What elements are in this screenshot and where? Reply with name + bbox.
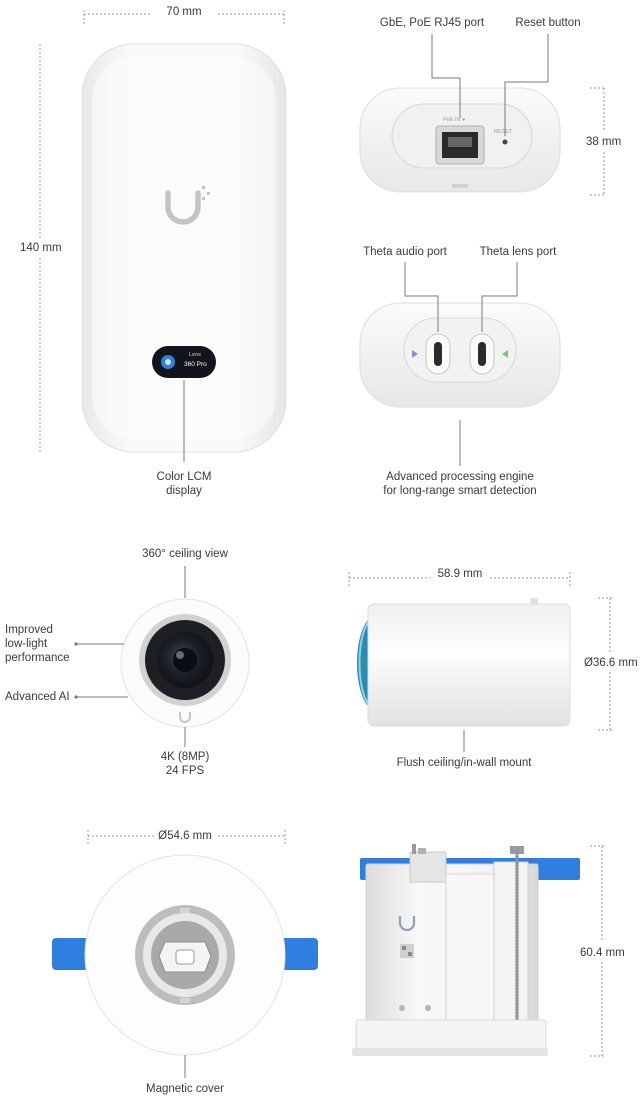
mount-top-device [52, 830, 318, 1078]
reset-button-label: Reset button [515, 17, 581, 29]
lcm-display [152, 346, 216, 378]
lowlight-label-line3: performance [5, 652, 70, 664]
hub-device [39, 10, 287, 462]
ubiquiti-logo-icon [179, 712, 191, 723]
ubiquiti-logo-icon [165, 190, 201, 225]
blue-clip-left [52, 938, 94, 970]
gbe-port-label: GbE, PoE RJ45 port [379, 17, 485, 29]
engine-label-line1: Advanced processing engine [386, 471, 534, 483]
hub-ports-device [359, 262, 561, 466]
reset-print: RESET [494, 129, 513, 135]
usb-c-lens-port-icon [478, 342, 486, 366]
green-indicator-icon [502, 350, 508, 358]
mount-side-device [352, 844, 604, 1057]
resolution-label-line1: 4K (8MP) [160, 751, 210, 763]
resolution-label-line2: 24 FPS [165, 765, 205, 777]
lens-port-label: Theta lens port [479, 246, 557, 258]
magnetic-cover-label: Magnetic cover [146, 1083, 224, 1095]
reset-hole-icon [502, 139, 508, 145]
usb-c-audio-port-icon [434, 342, 442, 366]
lens-width-label: 58.9 mm [437, 568, 483, 580]
hub-back-device [359, 34, 606, 196]
lowlight-label-line2: low-light [5, 638, 48, 650]
lcm-label-line1: Color LCM [156, 471, 212, 483]
audio-port-label: Theta audio port [363, 246, 447, 258]
lens-diameter-label: Ø36.6 mm [584, 657, 638, 669]
port-print: PoE IN ● [443, 117, 466, 123]
ubiquiti-logo-icon [398, 916, 416, 932]
lowlight-label-line1: Improved [5, 624, 53, 636]
lens-side-device [348, 572, 612, 752]
ceiling-view-label: 360° ceiling view [142, 548, 228, 560]
lcm-screen-line2: 360 Pro [184, 361, 207, 368]
hub-depth-label: 38 mm [586, 136, 622, 148]
advanced-ai-label: Advanced AI [5, 691, 70, 703]
lcm-screen-line1: Lens [189, 352, 201, 358]
hub-width-label: 70 mm [166, 6, 202, 18]
hub-height-label: 140 mm [20, 242, 62, 254]
lcm-label-line2: display [166, 485, 202, 497]
mount-type-label: Flush ceiling/in-wall mount [396, 757, 532, 769]
mount-height-label: 60.4 mm [580, 947, 625, 959]
lens-device [74, 566, 250, 747]
purple-indicator-icon [412, 350, 418, 358]
engine-label-line2: for long-range smart detection [383, 485, 537, 497]
blue-clip-right [276, 938, 318, 970]
mount-diameter-label: Ø54.6 mm [158, 830, 212, 842]
